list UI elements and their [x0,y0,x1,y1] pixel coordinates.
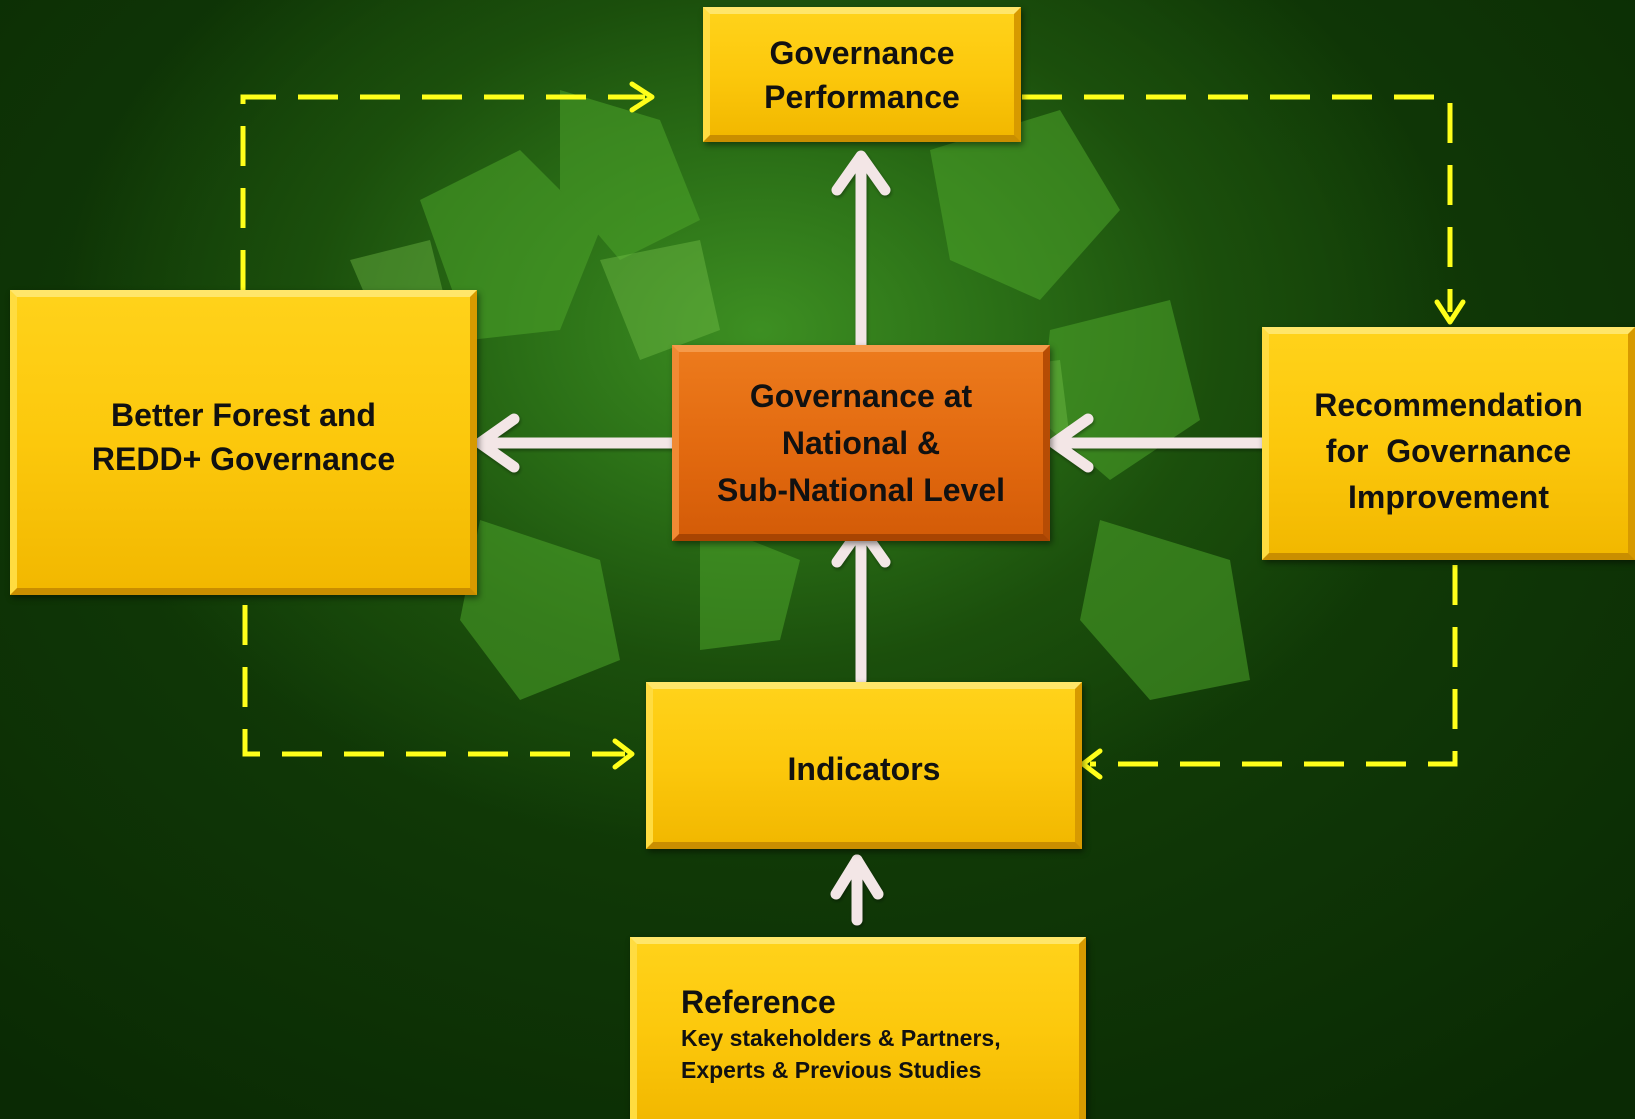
dashed-better-to-indicators [242,605,625,757]
governance-performance-label-2: Performance [764,78,960,115]
better-governance-label-2: REDD+ Governance [91,441,396,477]
reference-sub-1: Key stakeholders & Partners, [681,1025,1001,1051]
arrowhead-to-indicators-left [612,738,635,770]
governance-performance-label-1: Governance [769,34,955,71]
better-governance-box: Better Forest and REDD+ Governance [10,290,477,595]
reference-sub-2: Experts & Previous Studies [681,1057,982,1083]
better-governance-label-1: Better Forest and [111,397,376,433]
center-label-3: Sub-National Level [716,471,1006,508]
dashed-connectors [240,94,1458,767]
governance-performance-box: Governance Performance [703,7,1021,142]
recommendation-label-3: Improvement [1348,479,1549,515]
reference-box: Reference Key stakeholders & Partners, E… [630,937,1086,1119]
arrowhead-to-recommendation [1434,299,1466,325]
center-label-1: Governance at [749,377,973,414]
arrowhead-up-performance [831,150,891,196]
recommendation-box: Recommendation for Governance Improvemen… [1262,327,1635,560]
recommendation-label-1: Recommendation [1314,387,1583,423]
arrowhead-to-indicators-right [1080,748,1103,780]
arrowhead-left-better [474,413,520,473]
reference-title: Reference [681,984,836,1020]
center-governance-box: Governance at National & Sub-National Le… [672,345,1050,541]
recommendation-label-2: for Governance [1325,433,1572,469]
indicators-label: Indicators [787,751,941,787]
dashed-better-to-performance [240,94,645,290]
dashed-recommendation-to-indicators [1090,565,1458,767]
arrowhead-to-performance [629,81,655,113]
arrowhead-left-center [1048,413,1094,473]
indicators-box: Indicators [646,682,1082,849]
dashed-performance-to-recommendation [1022,94,1453,312]
center-label-2: National & [781,424,941,461]
arrowhead-up-indicators [830,854,884,900]
